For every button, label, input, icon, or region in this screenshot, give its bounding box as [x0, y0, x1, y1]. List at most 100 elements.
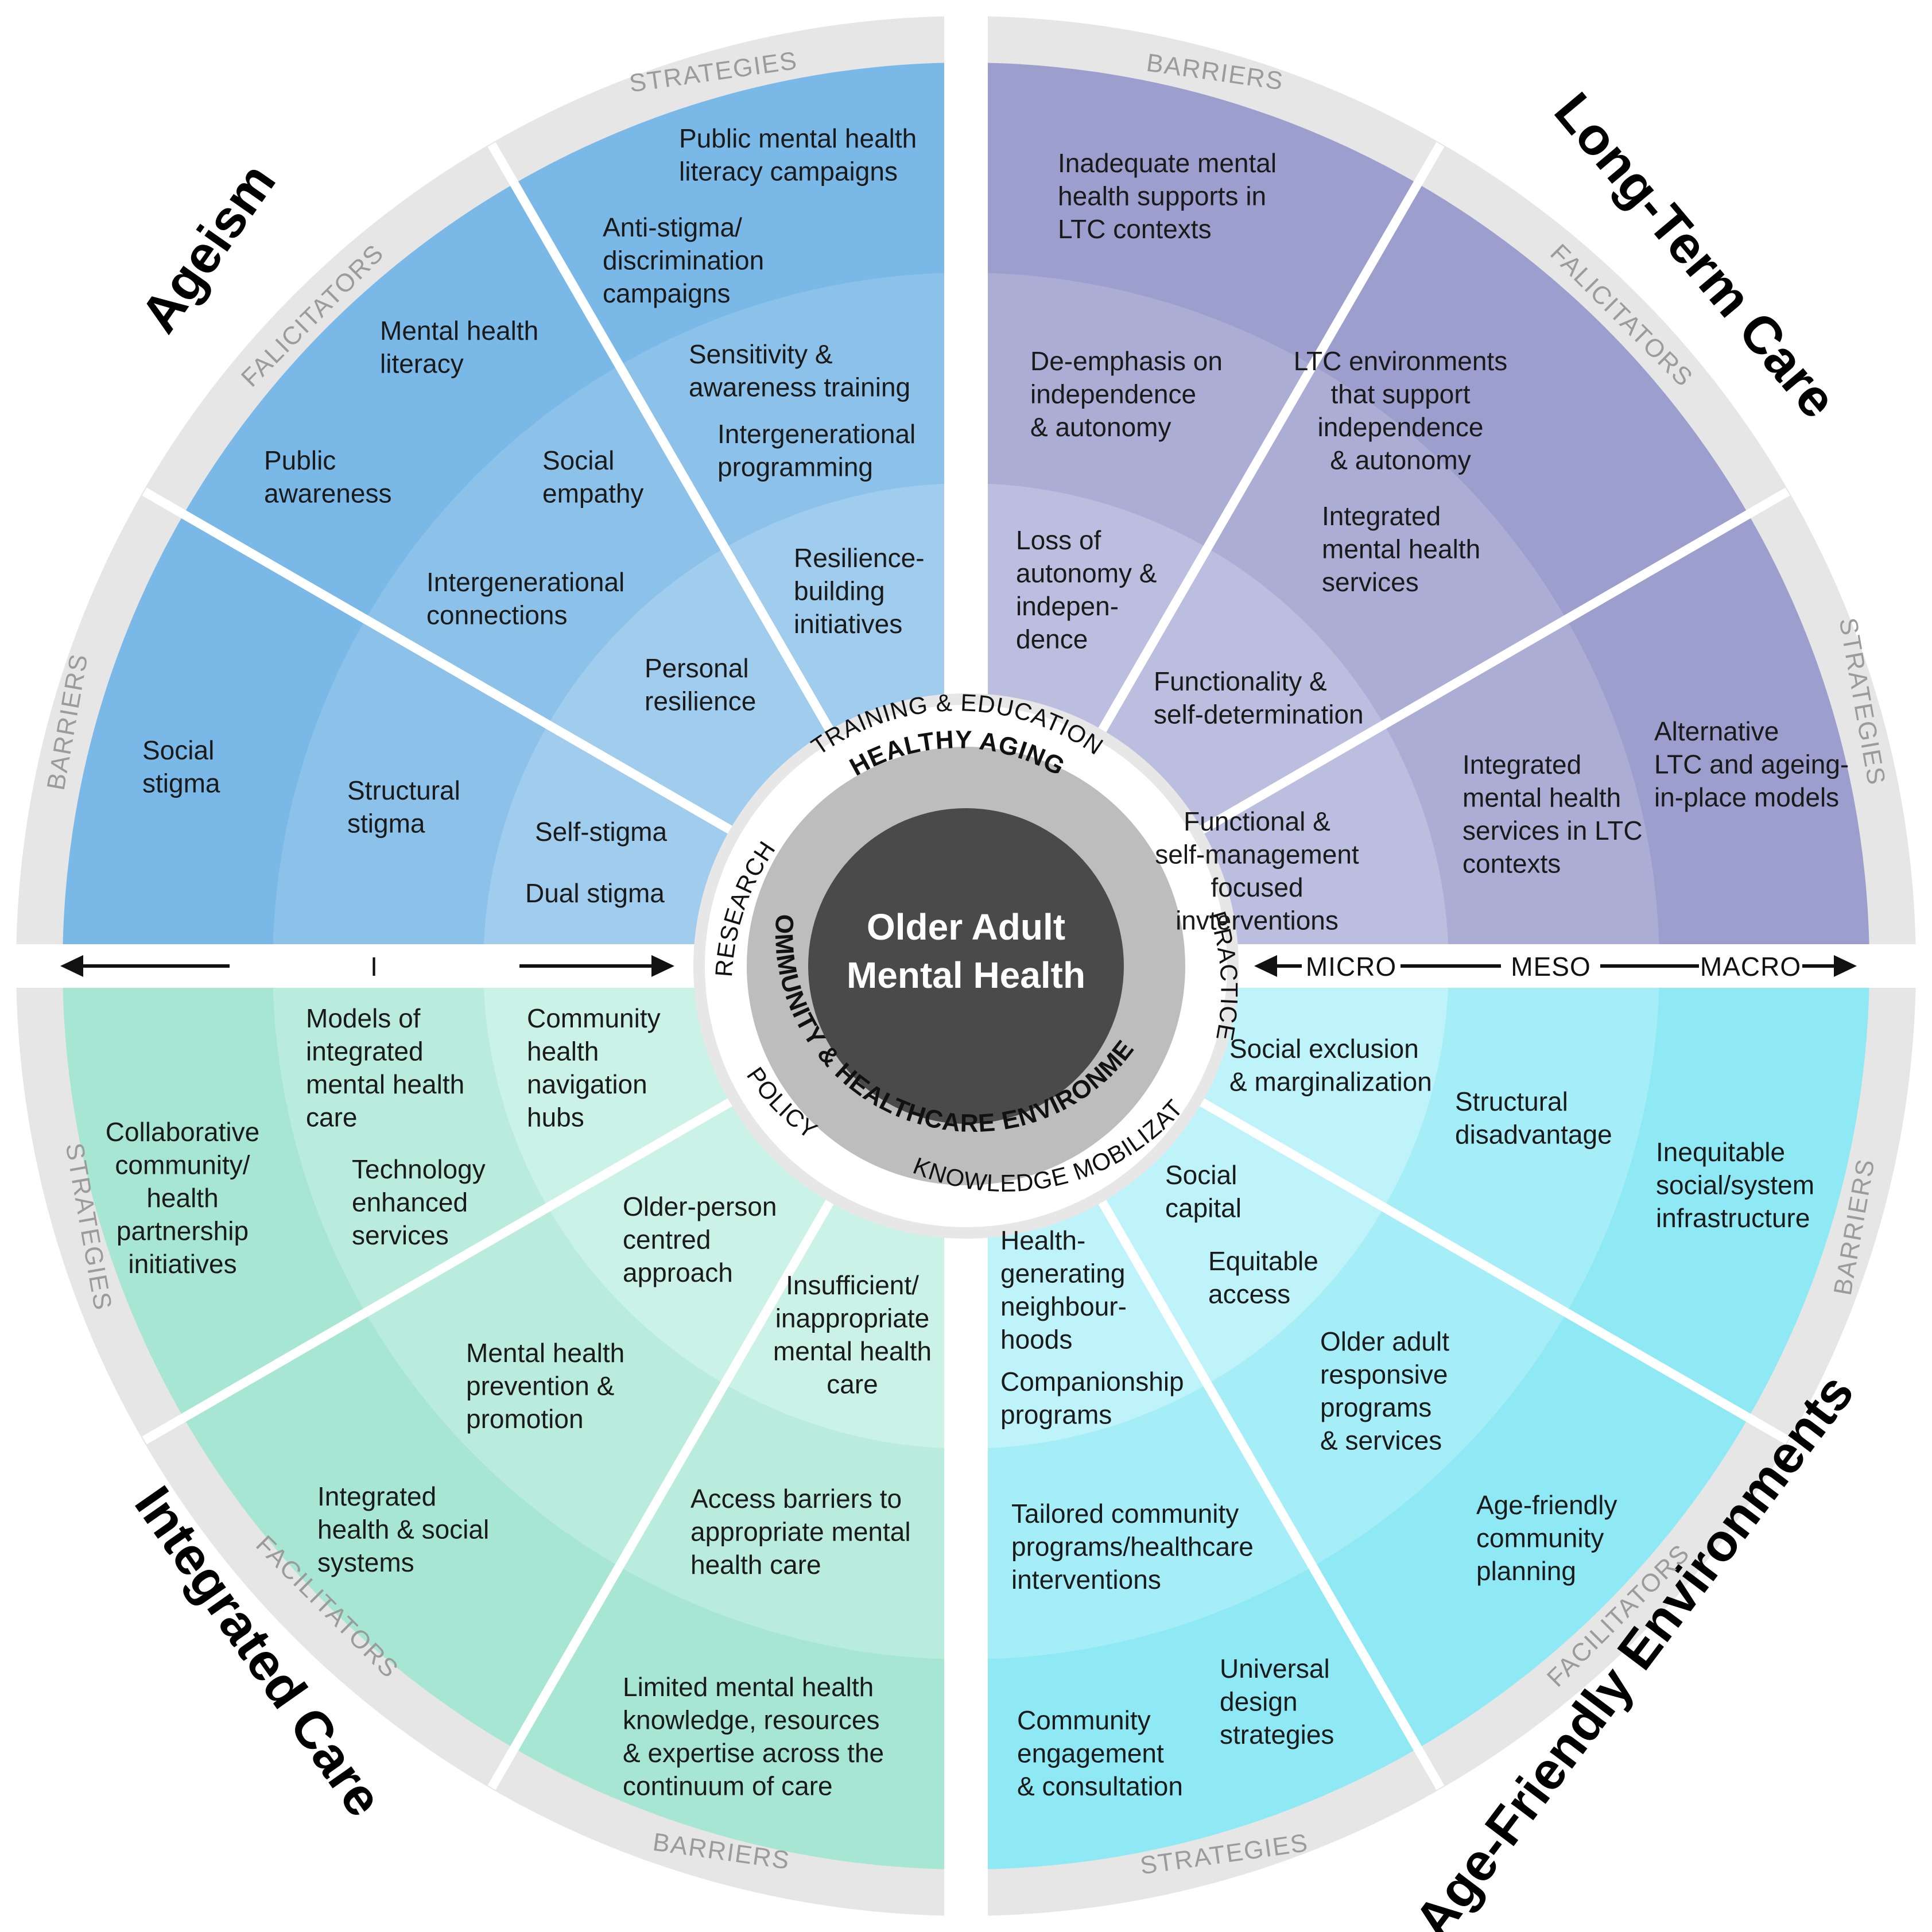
item-label-line: Equitable [1208, 1246, 1318, 1276]
age-friendly-items: Social exclusion& marginalization Struct… [1000, 1034, 1814, 1801]
item-label-line: responsive [1320, 1360, 1448, 1390]
item-label-line: Technology [352, 1154, 486, 1184]
item-label-line: mental health [306, 1069, 464, 1099]
item-label-line: mental health [1462, 783, 1621, 813]
item-label-line: autonomy & [1016, 558, 1157, 588]
item-label-line: services [352, 1220, 449, 1250]
item-label-line: Companionship [1000, 1367, 1184, 1396]
axis-label-intersectionality: I [370, 952, 378, 981]
item-label-line: Mental health [466, 1338, 624, 1368]
item-label-line: Older-person [623, 1192, 777, 1221]
item-label-line: indepen- [1016, 591, 1119, 621]
item-label: Self-stigma [535, 817, 667, 847]
item-label-line: & marginalization [1229, 1067, 1432, 1097]
item-label-line: strategies [1220, 1720, 1334, 1749]
item-label-line: social/system [1656, 1170, 1814, 1200]
arrow-left-icon [60, 955, 83, 977]
item-label-line: Structural [1455, 1087, 1568, 1116]
item-label-line: enhanced [352, 1188, 468, 1217]
item-label-line: programming [717, 452, 873, 482]
item-label-line: planning [1476, 1556, 1576, 1586]
item-label-line: resilience [645, 686, 756, 716]
item-label-line: campaigns [603, 278, 730, 308]
item-label-line: care [306, 1103, 357, 1132]
item-label-line: design [1220, 1687, 1298, 1717]
item-label-line: independence [1317, 412, 1483, 442]
item-label-line: promotion [466, 1404, 584, 1434]
central-hub [693, 693, 1239, 1239]
item-label-line: that support [1331, 379, 1471, 409]
item-label: Social exclusion& marginalization [1229, 1034, 1432, 1097]
item-label-line: initiatives [128, 1249, 236, 1279]
item-label-line: programs/healthcare [1011, 1532, 1254, 1562]
item-label-line: self-determination [1154, 700, 1364, 730]
item-label-line: knowledge, resources [623, 1705, 879, 1735]
item-label-line: Intergenerational [426, 567, 624, 597]
item-label-line: stigma [142, 769, 220, 798]
item-label-line: Collaborative [106, 1117, 259, 1147]
arrow-right-icon [1834, 955, 1857, 977]
item-label-line: health care [690, 1550, 821, 1580]
item-label-line: care [827, 1370, 878, 1399]
item-label-line: integrated [306, 1037, 424, 1066]
item-label: Older-person centred approach [623, 1192, 777, 1287]
item-label-line: Access barriers to [690, 1484, 902, 1514]
item-label-line: Universal [1220, 1654, 1330, 1683]
item-label-line: Functional & [1184, 806, 1330, 836]
item-label-line: Functionality & [1154, 666, 1327, 696]
axis-label-macro: MACRO [1700, 952, 1801, 981]
item-label-line: Dual stigma [525, 878, 665, 908]
item-label-line: partnership [117, 1216, 249, 1246]
item-label-line: generating [1000, 1259, 1125, 1289]
item-label: Technology enhanced services [352, 1154, 486, 1250]
item-label-line: services [1322, 567, 1419, 597]
item-label-line: in-place models [1654, 782, 1839, 812]
item-label-line: community [1476, 1523, 1604, 1553]
item-label-line: Integrated [1322, 501, 1441, 531]
item-label-line: interventions [1011, 1565, 1161, 1595]
item-label-line: Community [527, 1003, 661, 1033]
item-label-line: Older adult [1320, 1326, 1449, 1356]
item-label-line: centred [623, 1225, 711, 1255]
item-label-line: invterventions [1176, 906, 1339, 936]
item-label-line: & services [1320, 1426, 1442, 1456]
item-label-line: awareness [264, 479, 391, 509]
item-label-line: health & social [317, 1515, 489, 1545]
item-label-line: empathy [542, 479, 643, 509]
item-label-line: services in LTC [1462, 816, 1643, 845]
item-label-line: approach [623, 1258, 733, 1287]
item-label-line: navigation [527, 1069, 647, 1099]
item-label-line: health [146, 1183, 218, 1213]
arrow-left-icon [1254, 955, 1277, 977]
axis-label-micro: MICRO [1306, 952, 1396, 981]
item-label-line: systems [317, 1547, 414, 1577]
item-label-line: engagement [1017, 1739, 1164, 1768]
item-label-line: Insufficient/ [786, 1270, 919, 1300]
item-label-line: Public mental health [679, 123, 917, 153]
item-label-line: Limited mental health [623, 1672, 874, 1702]
item-label-line: mental health [1322, 534, 1480, 564]
item-label-line: Inadequate mental [1058, 148, 1277, 178]
item-label-line: health supports in [1058, 181, 1266, 211]
item-label-line: infrastructure [1656, 1203, 1810, 1233]
item-label-line: Mental health [380, 316, 538, 346]
item-label: Sensitivity &awareness training [689, 339, 910, 402]
